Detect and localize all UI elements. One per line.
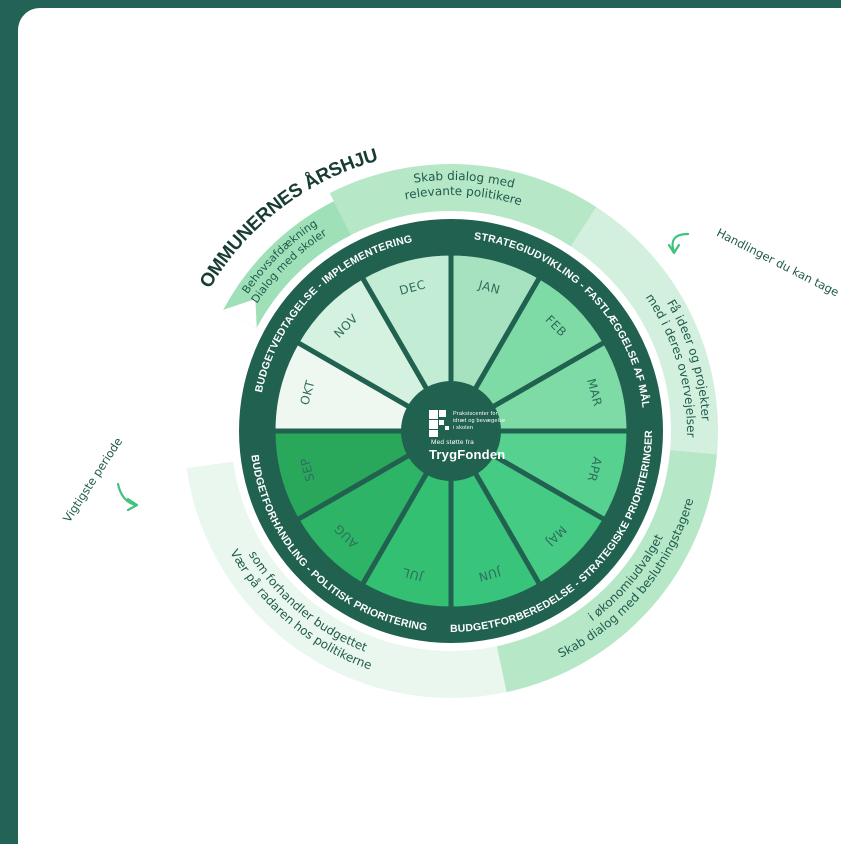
praksiscenter-logo-icon: [429, 410, 449, 437]
month-label-jun: JUN: [477, 564, 504, 584]
actions-arrow-icon: [671, 232, 690, 254]
org-name-line-2: idræt og bevægelse: [453, 418, 505, 424]
arc-needs: [223, 201, 352, 328]
important-arrowhead-icon: [126, 497, 139, 512]
support-label: Med støtte fra: [431, 439, 474, 446]
logo-block: [439, 420, 444, 425]
month-label-jan: JAN: [476, 278, 502, 297]
outer-action-ring: [186, 163, 718, 699]
month-label-dec: DEC: [398, 277, 427, 297]
logo-block: [429, 420, 438, 429]
logo-block: [445, 426, 449, 430]
important-period-label: Vigtigste periode: [60, 435, 125, 525]
org-name-line-3: i skolen: [453, 425, 473, 431]
important-arrow-icon: [116, 482, 138, 507]
arc-get-ideas: [570, 207, 718, 455]
arc-decision-makers: [496, 450, 717, 693]
arc-needs-notch: [223, 299, 257, 328]
logo-block: [429, 410, 438, 419]
actions-arrowhead-icon: [667, 243, 681, 255]
logo-block: [429, 430, 438, 437]
center-logo: Praksiscenter for idræt og bevægelse i s…: [401, 381, 505, 481]
arc-dialog-politicians: [329, 163, 597, 247]
actions-label: Handlinger du kan tage: [714, 225, 841, 299]
month-label-okt: OKT: [298, 378, 318, 406]
arc-radar: [186, 461, 507, 699]
month-label-jul: JUL: [401, 565, 425, 584]
org-name-line-1: Praksiscenter for: [453, 411, 498, 417]
month-label-apr: APR: [584, 455, 604, 483]
logo-block: [439, 410, 446, 417]
sponsor-name: TrygFonden: [429, 447, 505, 462]
month-label-sep: SEP: [298, 456, 318, 483]
center-disc: [401, 381, 501, 481]
